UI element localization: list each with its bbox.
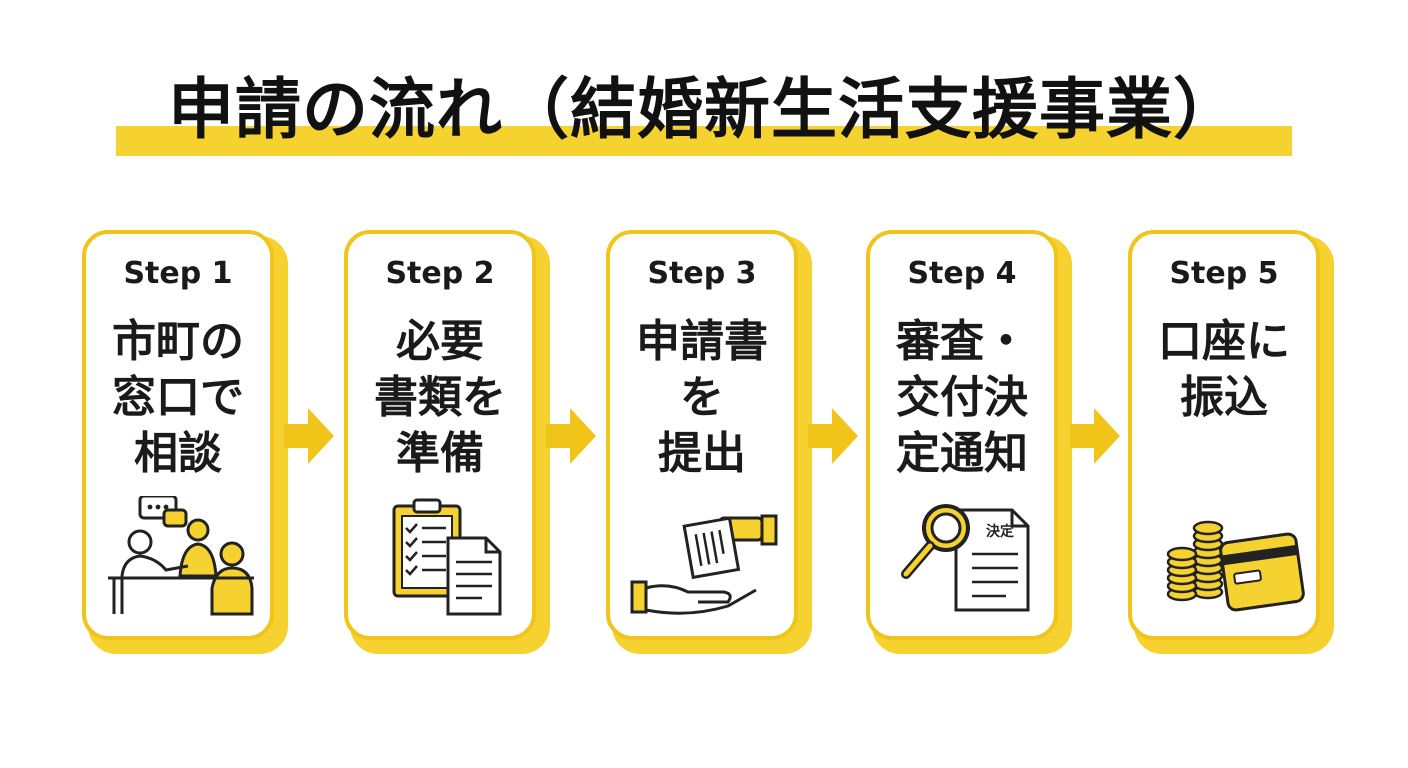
step-1-label: Step 1 <box>123 256 233 291</box>
step-4-text: 審査・ 交付決 定通知 <box>896 316 1028 479</box>
step-5-label: Step 5 <box>1169 256 1279 291</box>
coins-card-icon <box>1166 520 1305 612</box>
title-highlight <box>116 126 1292 156</box>
step-2-card: Step 2 必要 書類を 準備 <box>344 230 536 640</box>
step-3-label: Step 3 <box>647 256 757 291</box>
arrow-right-3-icon <box>808 408 858 464</box>
document-decision-label: 決定 <box>986 523 1014 540</box>
title-area: 申請の流れ（結婚新生活支援事業） <box>0 62 1408 162</box>
arrow-right-1-icon <box>284 408 334 464</box>
step-2-label: Step 2 <box>385 256 495 291</box>
step-1-text: 市町の 窓口で 相談 <box>112 316 244 479</box>
step-2-text: 必要 書類を 準備 <box>374 316 506 479</box>
arrow-right-4-icon <box>1070 408 1120 464</box>
consultation-icon <box>108 496 254 616</box>
step-4-label: Step 4 <box>907 256 1017 291</box>
step-3-card: Step 3 申請書 を 提出 <box>606 230 798 640</box>
handover-document-icon <box>630 514 778 615</box>
step-4-card: Step 4 審査・ 交付決 定通知 決定 <box>866 230 1058 640</box>
page-title: 申請の流れ（結婚新生活支援事業） <box>168 71 1240 148</box>
arrow-right-2-icon <box>546 408 596 464</box>
magnifier-document-icon: 決定 <box>901 504 1030 612</box>
step-5-text: 口座に 振込 <box>1158 316 1290 423</box>
step-5-card: Step 5 口座に 振込 <box>1128 230 1320 640</box>
step-1-card: Step 1 市町の 窓口で 相談 <box>82 230 274 640</box>
clipboard-documents-icon <box>392 498 502 616</box>
step-3-text: 申請書 を 提出 <box>636 316 768 479</box>
